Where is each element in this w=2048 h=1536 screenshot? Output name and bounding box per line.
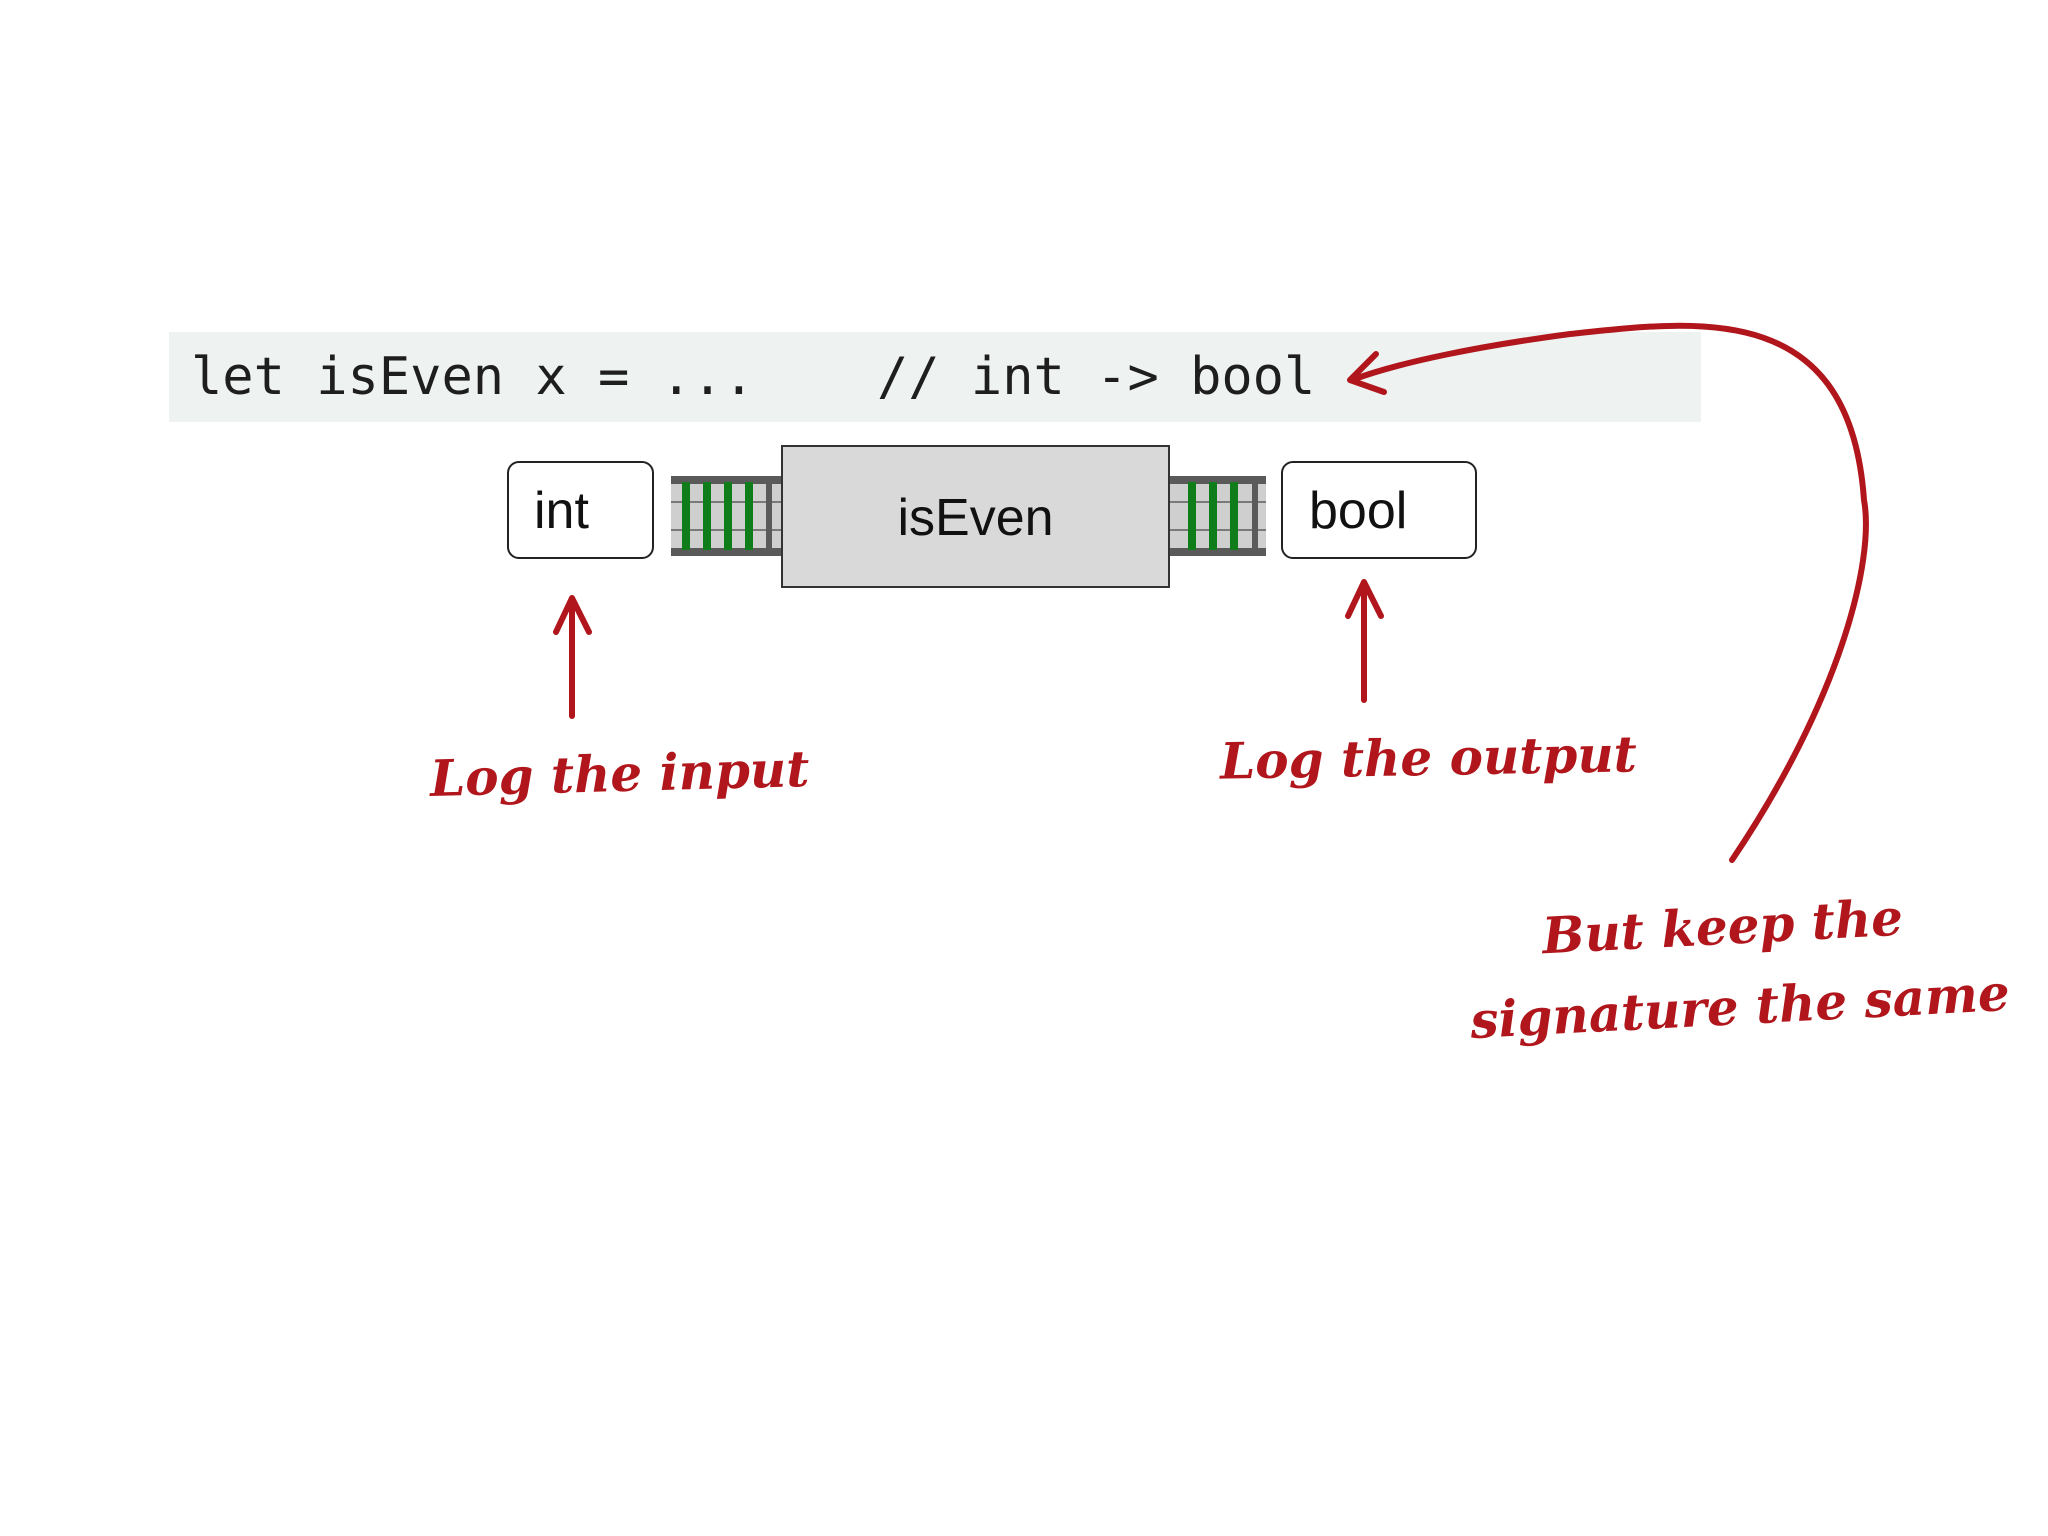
code-type-comment: // int -> bool (877, 347, 1316, 407)
input-arrow-icon (553, 595, 592, 719)
function-box: isEven (781, 445, 1170, 588)
code-definition: let isEven x = ... (191, 347, 755, 407)
output-type-label: bool (1309, 482, 1408, 540)
input-type-label: int (534, 482, 589, 540)
code-signature-bar: let isEven x = ... // int -> bool (169, 332, 1701, 422)
output-note: Log the output (1219, 724, 1638, 791)
signature-curve-arrow-icon (1347, 322, 1869, 863)
function-name-label: isEven (897, 489, 1054, 547)
left-rail-track-icon (671, 476, 783, 556)
right-rail-track-icon (1168, 476, 1266, 556)
input-type-box: int (507, 461, 654, 559)
input-note: Log the input (429, 739, 811, 808)
output-arrow-icon (1345, 579, 1384, 703)
output-type-box: bool (1281, 461, 1477, 559)
